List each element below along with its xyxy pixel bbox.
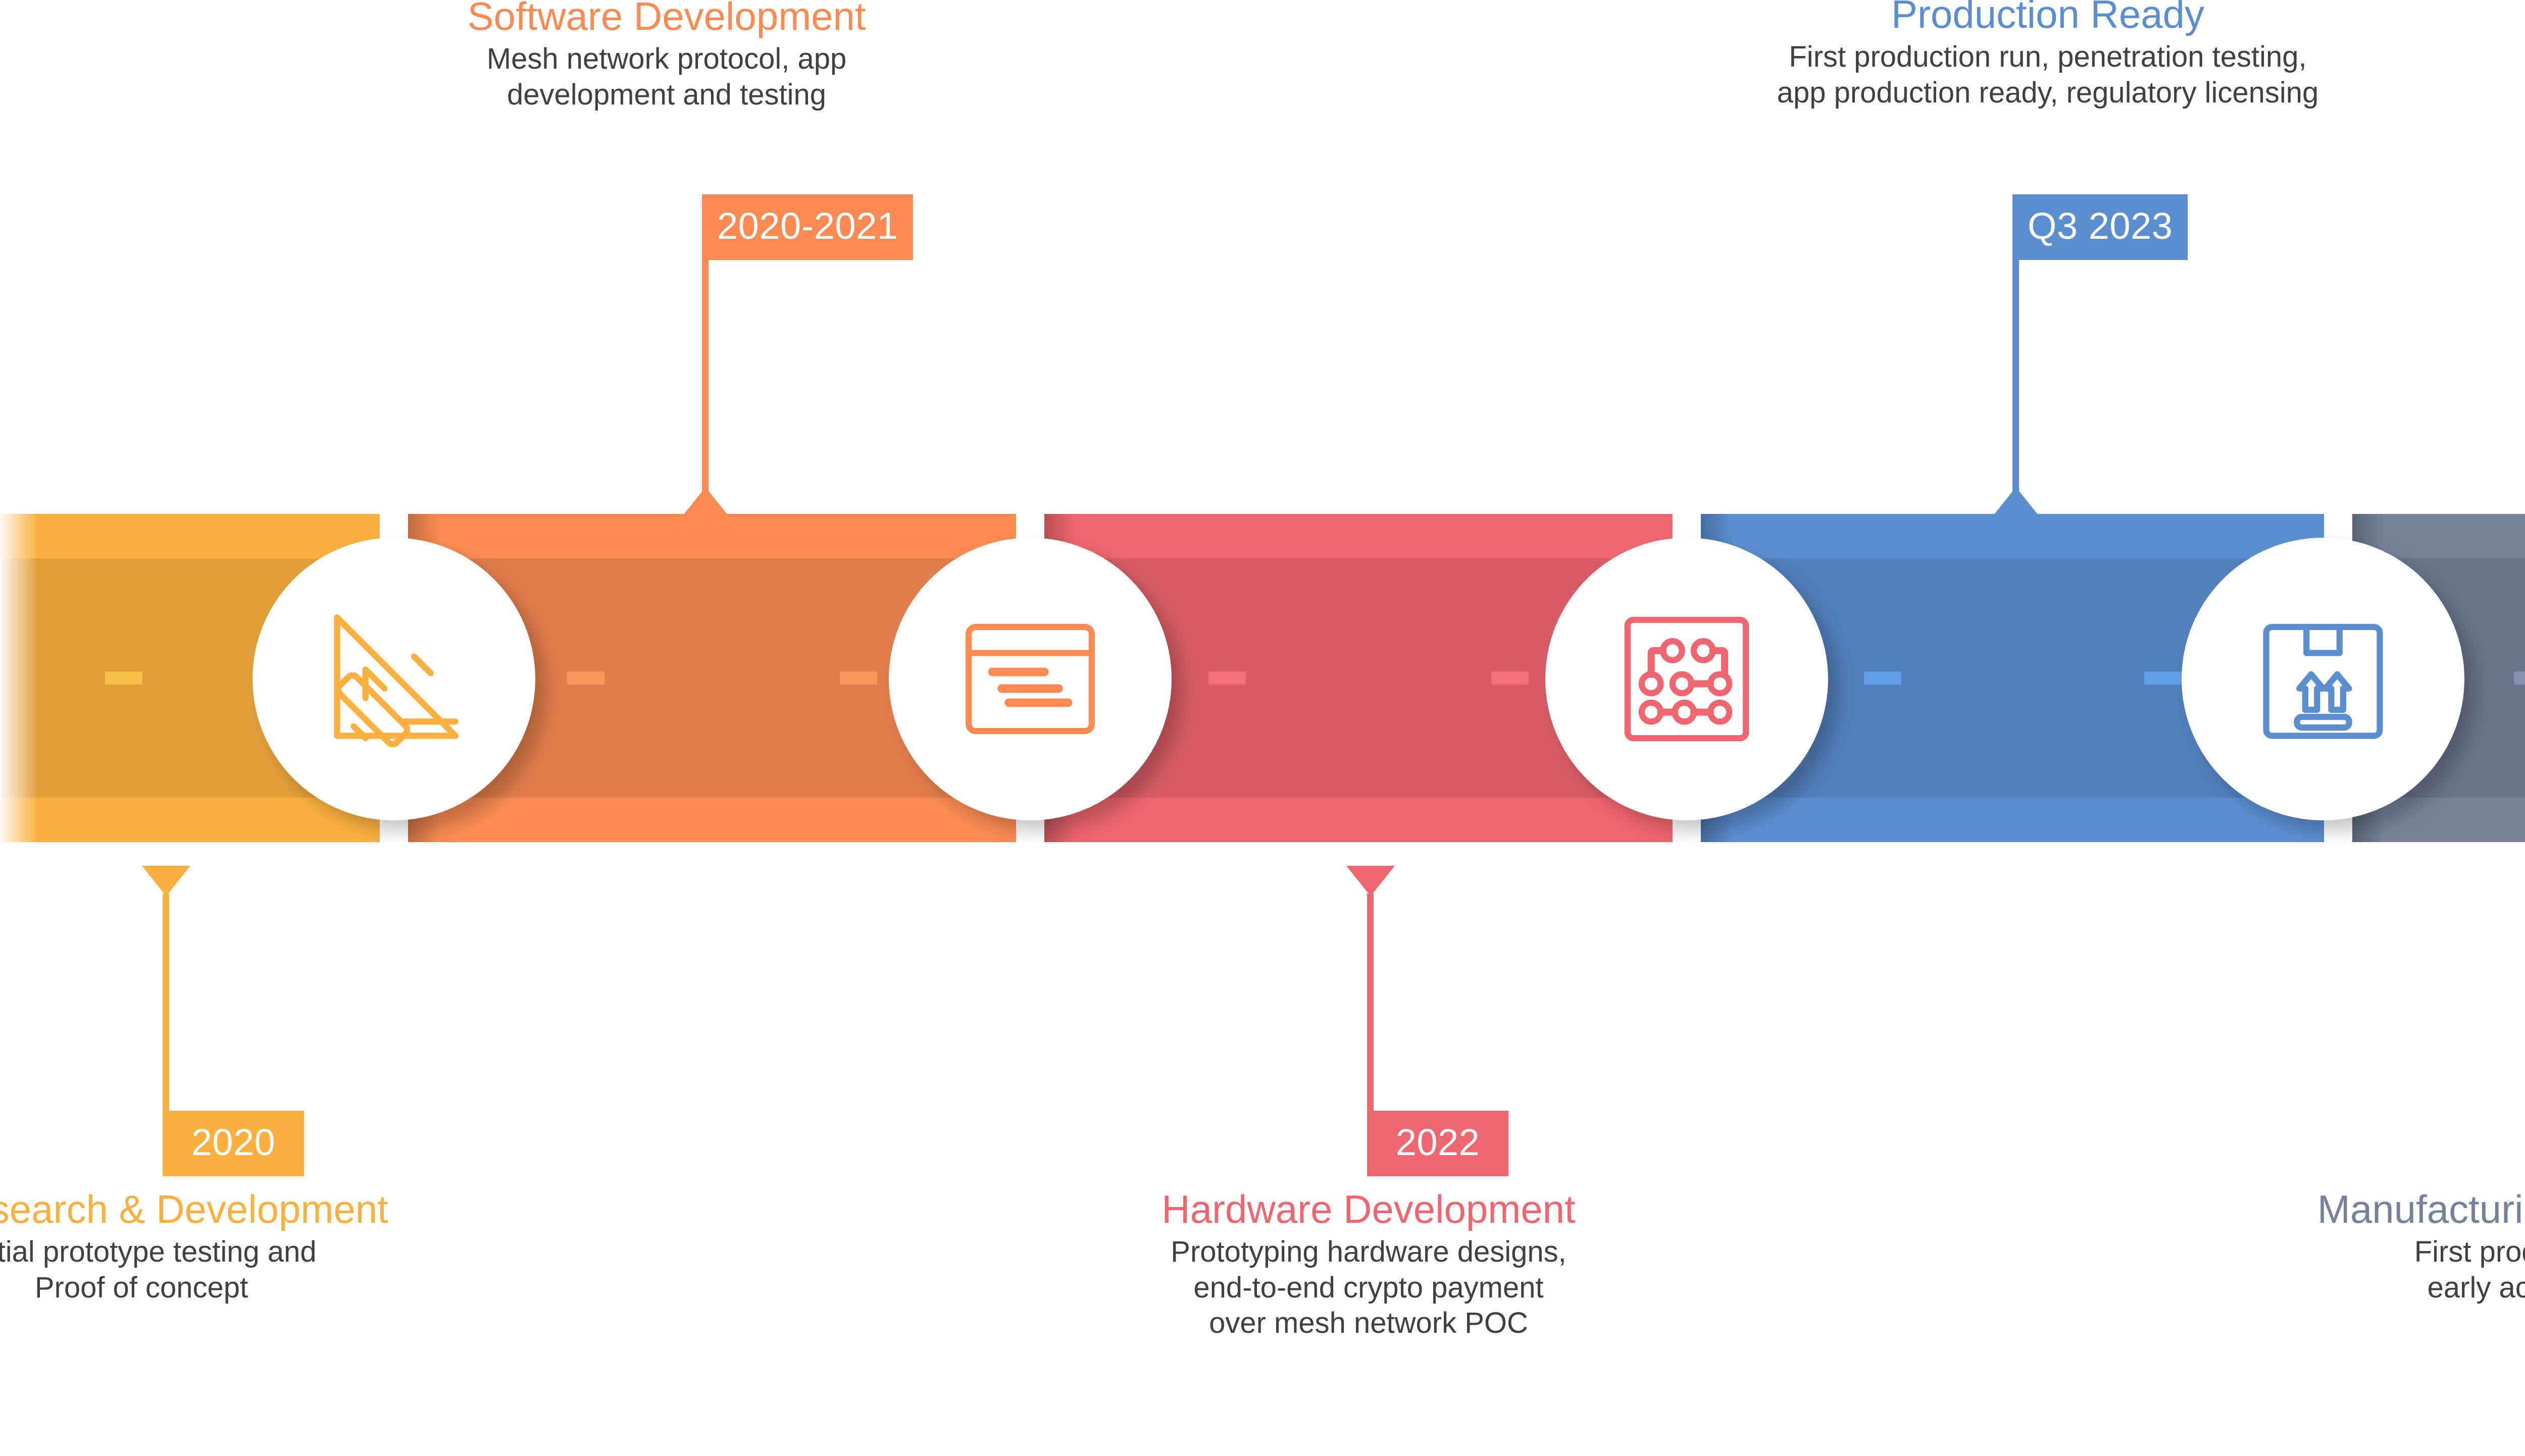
date-chip-research: 2020 (163, 1111, 304, 1176)
milestone-title-hardware: Hardware Development (1162, 1187, 1576, 1231)
connector-research (142, 866, 223, 1118)
milestone-block-research: Research & Development Initial prototype… (0, 1187, 388, 1306)
milestone-node-hardware[interactable] (1545, 538, 1828, 820)
milestone-description-manufacturing: First production run and shipping for ea… (2414, 1235, 2525, 1304)
milestone-block-hardware: Hardware Development Prototyping hardwar… (965, 1187, 1773, 1341)
milestone-node-research[interactable] (252, 538, 535, 820)
date-chip-hardware: 2022 (1367, 1111, 1508, 1176)
milestone-description-production: First production run, penetration testin… (1777, 40, 2319, 109)
segment-band-bottom (1697, 798, 2348, 842)
milestone-title-software: Software Development (467, 0, 866, 38)
segment-band-top (1697, 514, 2348, 558)
milestone-description-software: Mesh network protocol, app development a… (486, 42, 847, 111)
segment-band-bottom (1040, 798, 1697, 842)
segment-band-bottom (404, 798, 1040, 842)
milestone-block-software: Software Development Mesh network protoc… (263, 0, 1071, 113)
milestone-description-hardware: Prototyping hardware designs, end-to-end… (1171, 1235, 1567, 1340)
milestone-title-manufacturing: Manufacturing Test Run, Early Access (2317, 1187, 2525, 1231)
shipping-box-icon (2263, 623, 2383, 739)
milestone-title-research: Research & Development (0, 1187, 388, 1231)
ruler-pencil-icon (334, 614, 459, 748)
milestone-node-software[interactable] (889, 538, 1172, 820)
connector-hardware (1346, 866, 1428, 1118)
milestone-description-research: Initial prototype testing and Proof of c… (0, 1235, 317, 1304)
milestone-block-production: Production Ready First production run, p… (1505, 0, 2525, 111)
segment-band-top (404, 514, 1040, 558)
milestone-block-manufacturing: Manufacturing Test Run, Early Access Fir… (2111, 1187, 2525, 1306)
segment-band-top (1040, 514, 1697, 558)
milestone-node-production[interactable] (2182, 538, 2464, 820)
date-chip-production: Q3 2023 (2012, 194, 2188, 260)
connector-production (1992, 194, 2073, 517)
connector-software (681, 194, 763, 517)
circuit-board-icon (1624, 616, 1749, 742)
code-window-icon (966, 623, 1095, 735)
date-chip-software: 2020-2021 (702, 194, 914, 260)
milestone-title-production: Production Ready (1891, 0, 2205, 36)
